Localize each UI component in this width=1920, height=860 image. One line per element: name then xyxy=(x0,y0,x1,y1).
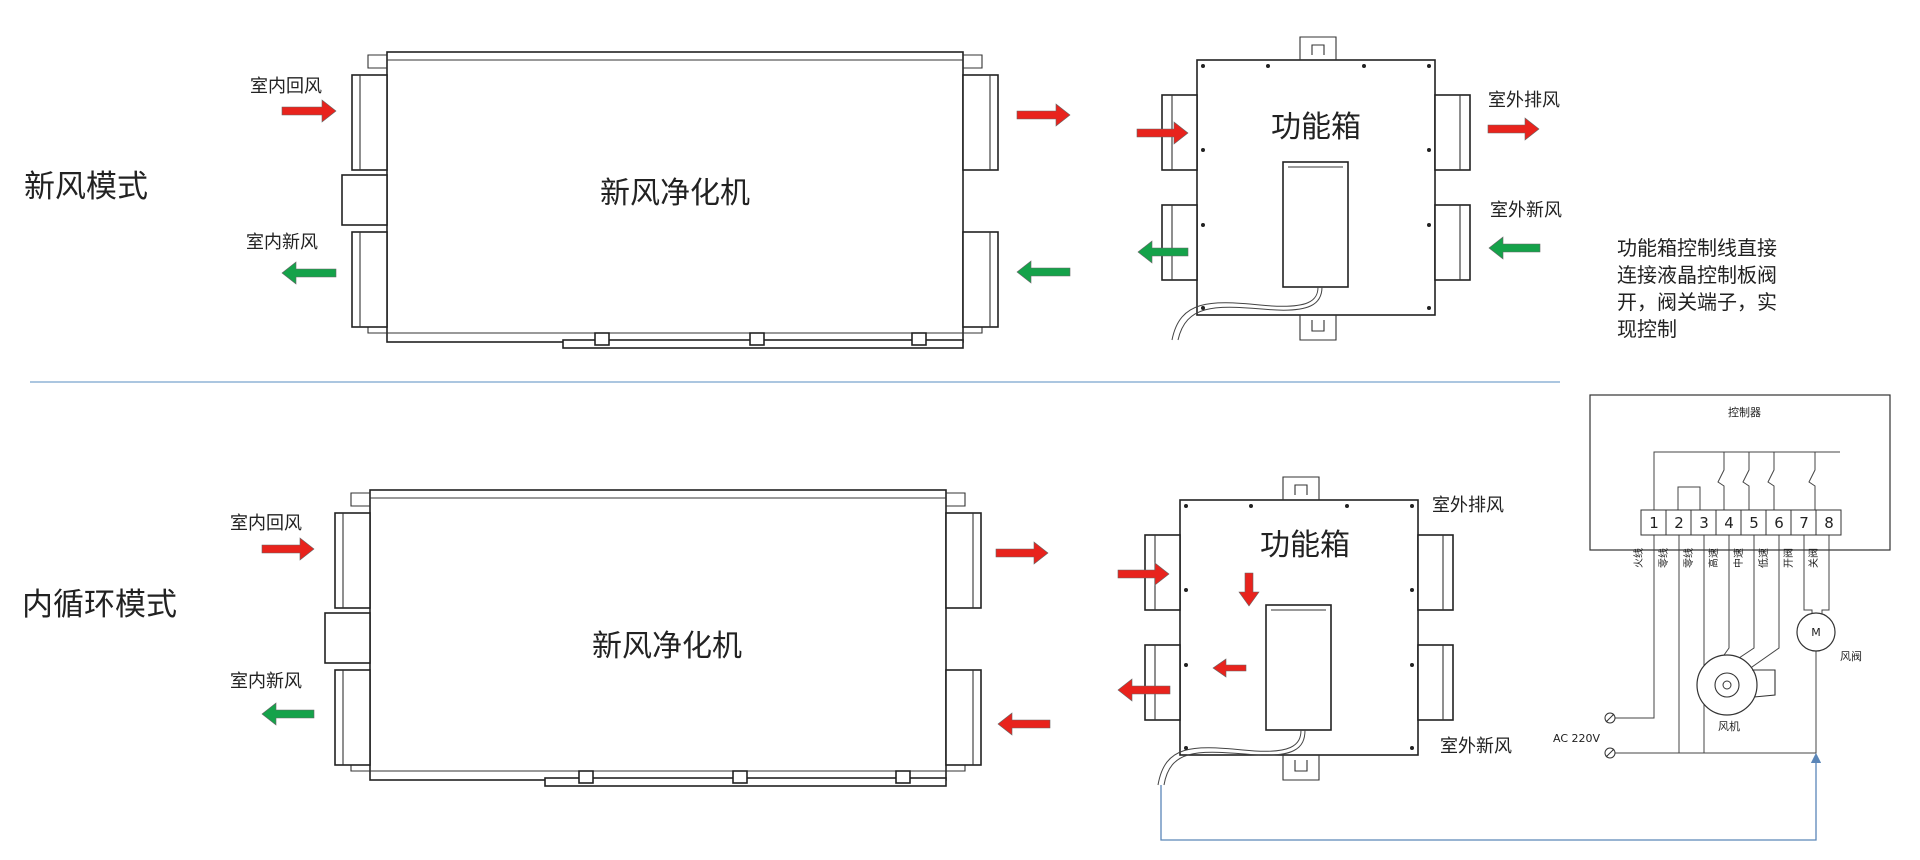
arrow-red-out-box-bottom xyxy=(1117,678,1171,702)
terminal-6: 6 xyxy=(1774,514,1784,532)
label-indoor-return-top: 室内回风 xyxy=(250,76,322,97)
terminal-4: 4 xyxy=(1724,514,1734,532)
power-terminals xyxy=(1604,712,1616,759)
fan-label: 风机 xyxy=(1718,719,1740,733)
wire-label-4: 高速 xyxy=(1707,548,1720,568)
label-indoor-fresh-top: 室内新风 xyxy=(246,232,318,253)
arrow-red-exhaust-top xyxy=(1487,117,1540,141)
arrow-red-in-box-bottom xyxy=(1117,562,1170,586)
unit-label-top: 新风净化机 xyxy=(600,176,750,211)
function-box-top xyxy=(1161,36,1471,341)
arrow-green-out-bottom-left xyxy=(261,702,315,726)
wire-label-6: 低速 xyxy=(1757,548,1770,568)
terminal-5: 5 xyxy=(1749,514,1759,532)
valve-motor-symbol xyxy=(1796,612,1836,652)
mode-label-recirc: 内循环模式 xyxy=(22,587,177,623)
note-line-3: 开，阀关端子，实 xyxy=(1617,290,1777,314)
terminal-2: 2 xyxy=(1674,514,1684,532)
control-cable-connector xyxy=(1160,752,1822,841)
terminal-1: 1 xyxy=(1649,514,1659,532)
box-label-top: 功能箱 xyxy=(1271,110,1361,145)
controller-title: 控制器 xyxy=(1728,405,1761,419)
note-line-1: 功能箱控制线直接 xyxy=(1617,236,1777,260)
wire-label-1: 火线 xyxy=(1632,548,1645,568)
valve-label: 风阀 xyxy=(1840,649,1862,663)
controller-schematic: 控制器 1 2 3 4 5 6 7 8 xyxy=(1553,394,1891,759)
label-outdoor-exhaust-top: 室外排风 xyxy=(1488,90,1560,111)
note-line-4: 现控制 xyxy=(1617,317,1677,341)
function-box-bottom xyxy=(1144,476,1454,786)
mode-label-fresh: 新风模式 xyxy=(24,169,148,205)
terminal-8: 8 xyxy=(1824,514,1834,532)
wire-label-5: 中速 xyxy=(1732,548,1745,568)
arrow-red-in-top-left xyxy=(281,99,337,123)
arrow-red-out-bottom-right xyxy=(995,541,1049,565)
label-outdoor-exhaust-bottom: 室外排风 xyxy=(1432,495,1504,516)
wire-label-7: 开阀 xyxy=(1782,548,1795,568)
box-label-bottom: 功能箱 xyxy=(1260,528,1350,563)
arrow-green-out-box-top xyxy=(1137,240,1189,264)
arrow-red-out-top-right xyxy=(1016,103,1071,127)
label-outdoor-fresh-top: 室外新风 xyxy=(1490,200,1562,221)
label-outdoor-fresh-bottom: 室外新风 xyxy=(1440,736,1512,757)
terminal-3: 3 xyxy=(1699,514,1709,532)
fan-symbol xyxy=(1696,654,1776,716)
wire-label-8: 关阀 xyxy=(1807,548,1820,568)
arrow-green-fresh-top xyxy=(1488,236,1541,260)
label-indoor-fresh-bottom: 室内新风 xyxy=(230,671,302,692)
purifier-unit-top xyxy=(341,51,999,349)
arrow-red-in-bottom-left xyxy=(261,537,315,561)
arrow-red-down-inner xyxy=(1238,572,1260,607)
control-note: 功能箱控制线直接 连接液晶控制板阀 开，阀关端子，实 现控制 xyxy=(1617,236,1777,341)
arrow-green-out-top-left xyxy=(281,261,337,285)
note-line-2: 连接液晶控制板阀 xyxy=(1617,263,1777,287)
arrow-red-left-inner xyxy=(1212,658,1247,678)
terminal-7: 7 xyxy=(1799,514,1809,532)
wire-label-3: 零线 xyxy=(1682,548,1695,568)
unit-label-bottom: 新风净化机 xyxy=(592,629,742,664)
arrow-red-in-bottom-right xyxy=(997,712,1051,736)
purifier-unit-bottom xyxy=(324,489,982,787)
wire-label-2: 零线 xyxy=(1657,548,1670,568)
label-indoor-return-bottom: 室内回风 xyxy=(230,513,302,534)
arrow-green-in-top-right xyxy=(1016,260,1071,284)
valve-motor-letter: M xyxy=(1811,626,1821,639)
power-label: AC 220V xyxy=(1553,732,1601,745)
arrow-red-in-box-top xyxy=(1136,121,1189,145)
